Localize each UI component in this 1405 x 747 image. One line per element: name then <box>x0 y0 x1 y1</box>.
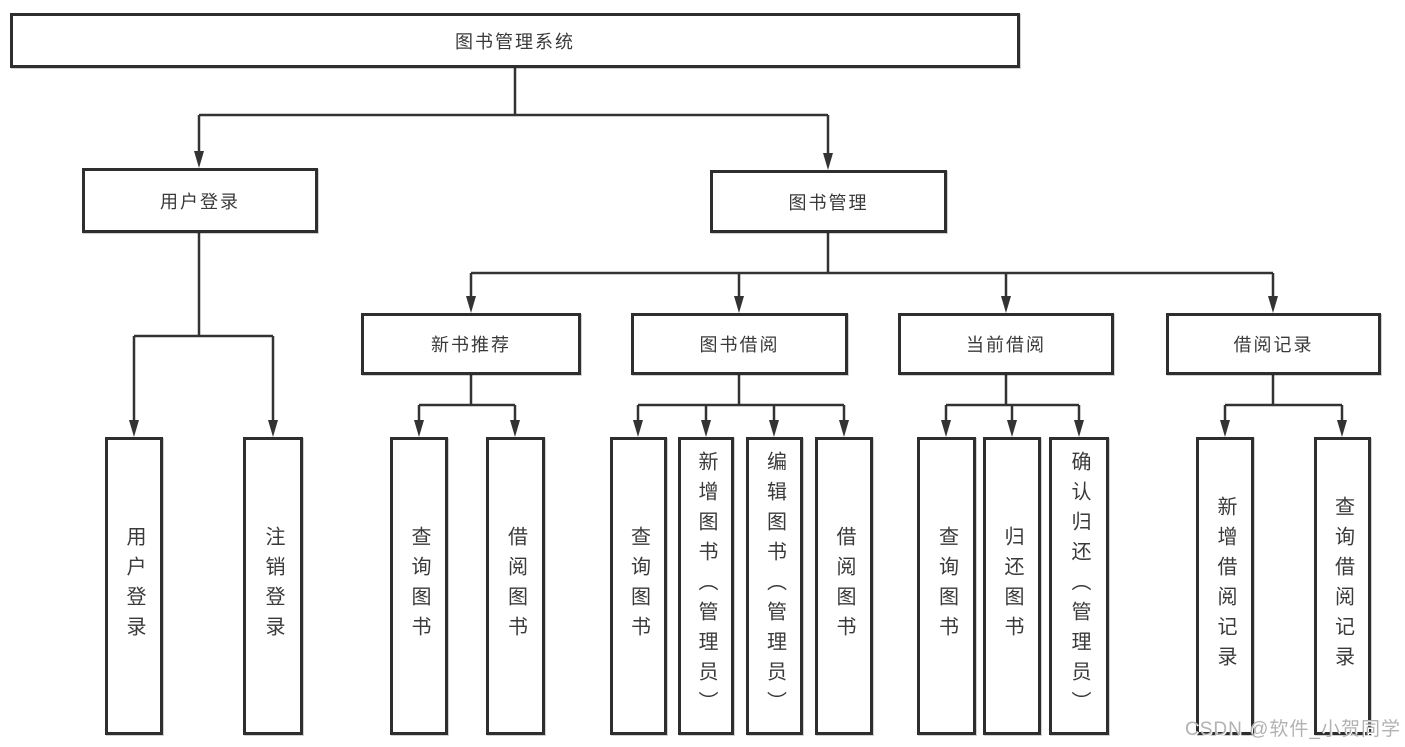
arrowhead <box>1220 420 1230 437</box>
node-label: 注销登录 <box>262 526 284 646</box>
arrowhead <box>466 296 476 313</box>
node-label: 查询图书 <box>627 526 650 646</box>
arrowhead <box>823 153 833 170</box>
arrowhead <box>1337 420 1347 437</box>
node-label: 用户登录 <box>123 526 145 646</box>
node-current-borrow: 当前借阅 <box>898 313 1114 375</box>
arrowhead <box>129 420 139 437</box>
node-borrow-record: 借阅记录 <box>1166 313 1381 375</box>
connector-borrow-record-children <box>1220 375 1347 437</box>
node-label: 查询图书 <box>408 526 430 646</box>
node-label: 新增图书（管理员） <box>695 451 717 721</box>
node-label: 归还图书 <box>1001 526 1023 646</box>
connector-current-borrow-children <box>941 375 1084 437</box>
node-label: 图书管理系统 <box>455 31 575 52</box>
leaf-confirm-return-admin: 确认归还（管理员） <box>1049 437 1109 735</box>
node-label: 借阅图书 <box>504 526 527 646</box>
arrowhead <box>633 420 643 437</box>
node-book-borrow: 图书借阅 <box>631 313 848 375</box>
arrowhead <box>839 420 849 437</box>
node-system-root: 图书管理系统 <box>10 13 1020 68</box>
arrowhead <box>1268 296 1278 313</box>
node-label: 借阅记录 <box>1233 335 1314 355</box>
arrowhead <box>1007 420 1017 437</box>
leaf-query-borrow-record: 查询借阅记录 <box>1314 437 1371 735</box>
arrowhead <box>414 420 424 437</box>
node-book-management: 图书管理 <box>710 170 947 233</box>
node-new-book-recommend: 新书推荐 <box>361 313 581 375</box>
arrowhead <box>1001 296 1011 313</box>
leaf-add-book-admin: 新增图书（管理员） <box>678 437 734 735</box>
connector-book-mgmt-children <box>466 233 1278 313</box>
connector-root-to-level2 <box>194 68 833 170</box>
leaf-query-book-2: 查询图书 <box>610 437 667 735</box>
arrowhead <box>194 151 204 168</box>
leaf-borrow-book-1: 借阅图书 <box>486 437 545 735</box>
node-label: 当前借阅 <box>966 335 1046 355</box>
leaf-borrow-book-2: 借阅图书 <box>815 437 873 735</box>
connector-user-login-children <box>129 233 278 437</box>
node-label: 图书借阅 <box>699 335 780 355</box>
leaf-add-borrow-record: 新增借阅记录 <box>1196 437 1254 735</box>
arrowhead <box>1074 420 1084 437</box>
leaf-logout: 注销登录 <box>243 437 303 735</box>
node-label: 查询图书 <box>935 526 958 646</box>
node-label: 新增借阅记录 <box>1214 496 1236 676</box>
node-label: 用户登录 <box>160 191 240 212</box>
node-label: 图书管理 <box>788 192 869 213</box>
node-user-login: 用户登录 <box>82 168 318 233</box>
node-label: 借阅图书 <box>833 526 855 646</box>
arrowhead <box>268 420 278 437</box>
connector-new-book-children <box>414 375 520 437</box>
node-label: 确认归还（管理员） <box>1068 451 1090 721</box>
arrowhead <box>941 420 951 437</box>
node-label: 查询借阅记录 <box>1331 496 1354 676</box>
leaf-query-book-3: 查询图书 <box>917 437 976 735</box>
arrowhead <box>701 420 711 437</box>
connector-book-borrow-children <box>633 375 849 437</box>
arrowhead <box>510 420 520 437</box>
arrowhead <box>734 296 744 313</box>
leaf-user-login: 用户登录 <box>105 437 163 735</box>
node-label: 编辑图书（管理员） <box>763 451 786 721</box>
leaf-return-book: 归还图书 <box>983 437 1041 735</box>
csdn-watermark: CSDN @软件_小贺同学 <box>1185 719 1401 740</box>
arrowhead <box>769 420 779 437</box>
node-label: 新书推荐 <box>431 335 511 355</box>
leaf-edit-book-admin: 编辑图书（管理员） <box>746 437 803 735</box>
leaf-query-book-1: 查询图书 <box>390 437 448 735</box>
